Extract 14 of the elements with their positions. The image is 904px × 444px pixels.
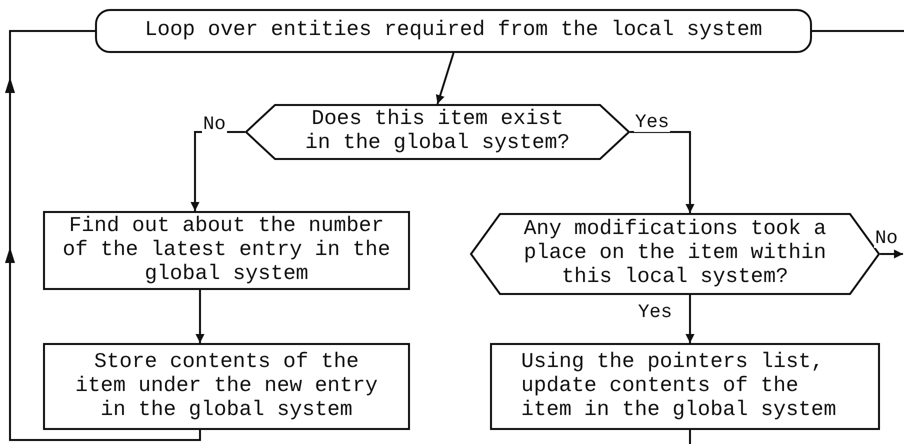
node-text: Loop over entities required from the local system	[144, 19, 764, 43]
process-box	[43, 211, 410, 290]
node-text: Using the pointers list, update contents of the item in the global system	[521, 350, 838, 422]
edge-label: Yes	[634, 112, 670, 132]
loop-terminal	[95, 9, 812, 53]
node-text: Does this item exist in the global system?	[304, 108, 571, 156]
edge-label: No	[202, 114, 227, 134]
node-text: Find out about the number of the latest entry in the global system	[62, 214, 390, 286]
decision-hexagon	[245, 104, 630, 160]
edge-label: No	[874, 228, 899, 248]
process-box	[490, 343, 880, 430]
process-box	[43, 343, 410, 430]
node-text: Any modifications took a place on the item within this local system?	[522, 218, 828, 290]
node-text: Store contents of the item under the new entry in the global system	[74, 350, 379, 422]
